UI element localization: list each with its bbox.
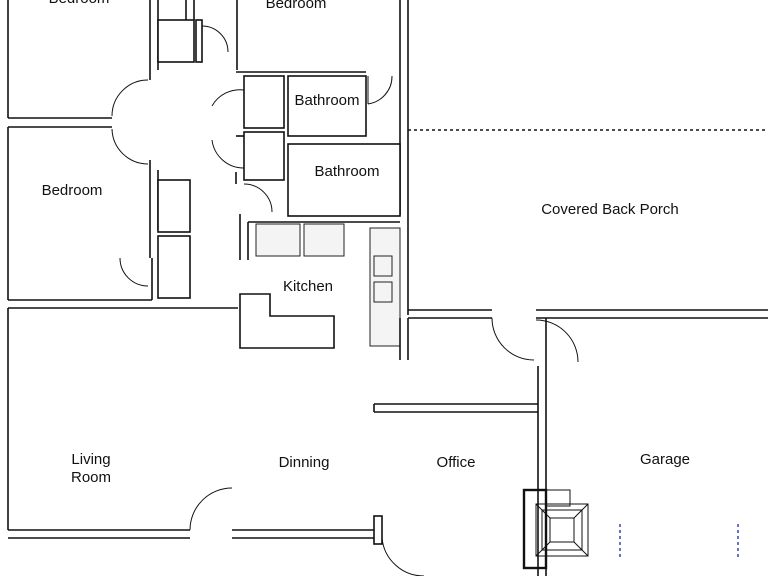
top-bedroom-walls (157, 0, 409, 73)
room-label-bedroom-left: Bedroom (41, 182, 103, 199)
room-label-bathroom-lower: Bathroom (314, 163, 380, 180)
sink-basin-1 (373, 255, 393, 277)
sink-basin-2 (373, 281, 393, 303)
kitchen-island (239, 293, 335, 349)
room-label-office: Office (436, 454, 476, 471)
room-label-living-room-line1: Living (71, 451, 111, 468)
room-label-bathroom-upper: Bathroom (294, 92, 360, 109)
closets (157, 179, 191, 299)
room-label-bedroom-top: Bedroom (265, 0, 327, 12)
room-label-kitchen: Kitchen (282, 278, 334, 295)
kitchen-walls (239, 214, 401, 349)
room-label-living-room-line2: Room (70, 469, 111, 486)
room-label-dinning: Dinning (278, 454, 330, 471)
room-label-covered-back-porch: Covered Back Porch (541, 201, 679, 218)
kitchen-oven (303, 223, 345, 257)
living-area-walls (7, 307, 547, 576)
garage-markers (619, 524, 739, 560)
room-label-bedroom-top-left: Bedroom (44, 0, 114, 8)
kitchen-range (255, 223, 301, 257)
door-swings (111, 25, 579, 576)
porch-walls (408, 129, 768, 319)
room-label-garage: Garage (639, 451, 691, 468)
bedroom-walls (7, 0, 159, 301)
fireplace (522, 488, 589, 570)
bathroom-walls (235, 71, 409, 315)
